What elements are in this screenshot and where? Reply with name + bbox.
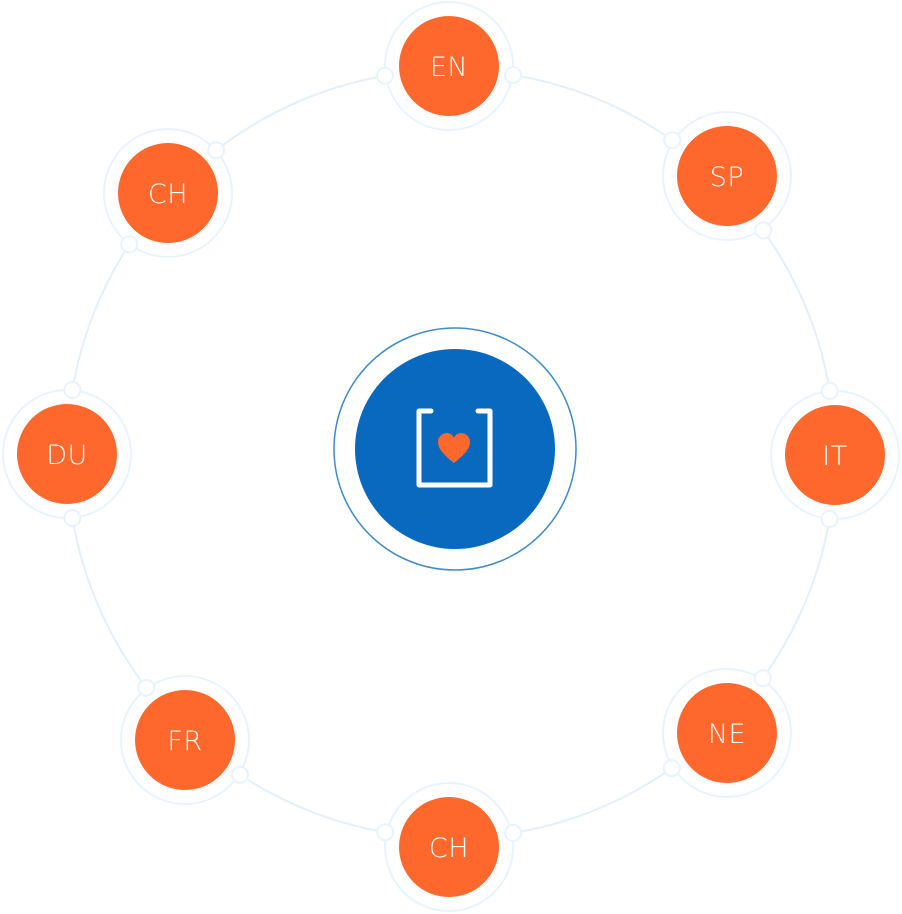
language-node-label: EN: [430, 52, 468, 83]
connector-dot: [63, 509, 82, 527]
language-node-du-6[interactable]: DU: [2, 389, 132, 519]
language-node-label: CH: [429, 833, 469, 864]
connector-dot: [504, 66, 522, 84]
connector-dot: [820, 510, 839, 528]
connector-dot: [820, 382, 839, 400]
connector-arc: [239, 773, 386, 834]
language-node-ne-3[interactable]: NE: [662, 668, 792, 798]
language-node-disc: [135, 690, 235, 790]
language-node-sp-1[interactable]: SP: [662, 111, 792, 241]
connector-dot: [120, 235, 139, 254]
connector-arc: [512, 74, 673, 142]
language-node-disc: [399, 797, 499, 897]
language-node-ch-4[interactable]: CH: [384, 782, 514, 912]
language-node-label: FR: [167, 726, 202, 757]
language-node-disc: [677, 683, 777, 783]
connector-dot: [376, 66, 394, 85]
connector-dot: [207, 141, 226, 160]
connector-dot: [137, 678, 156, 697]
language-node-ch-7[interactable]: CH: [103, 128, 233, 258]
language-node-label: NE: [708, 719, 746, 750]
language-node-it-2[interactable]: IT: [770, 390, 900, 520]
connector-arc: [215, 74, 386, 152]
connector-arcs: [71, 74, 831, 834]
language-node-disc: [785, 405, 885, 505]
connector-arc: [512, 767, 673, 834]
connector-dot: [663, 131, 682, 150]
language-node-label: IT: [822, 441, 847, 472]
language-node-en-0[interactable]: EN: [384, 1, 514, 131]
language-node-disc: [399, 16, 499, 116]
connector-dot: [754, 221, 773, 240]
language-node-disc: [677, 126, 777, 226]
box-with-heart-icon: [416, 408, 493, 488]
connector-arc: [71, 517, 148, 689]
connector-arc: [71, 243, 131, 391]
connector-dot: [63, 381, 82, 399]
connector-dot: [504, 823, 523, 842]
connector-dot: [231, 765, 249, 784]
connector-dot: [753, 669, 772, 688]
connector-arc: [762, 229, 831, 392]
center-hub[interactable]: [333, 327, 577, 571]
connector-dot: [662, 759, 681, 778]
language-node-label: CH: [148, 179, 188, 210]
connector-arc: [761, 518, 831, 679]
language-node-label: SP: [710, 162, 744, 193]
language-node-disc: [17, 404, 117, 504]
language-node-disc: [118, 143, 218, 243]
connector-dots: [63, 66, 839, 842]
connector-dot: [376, 823, 395, 842]
language-node-label: DU: [46, 440, 88, 471]
language-node-fr-5[interactable]: FR: [120, 675, 250, 805]
